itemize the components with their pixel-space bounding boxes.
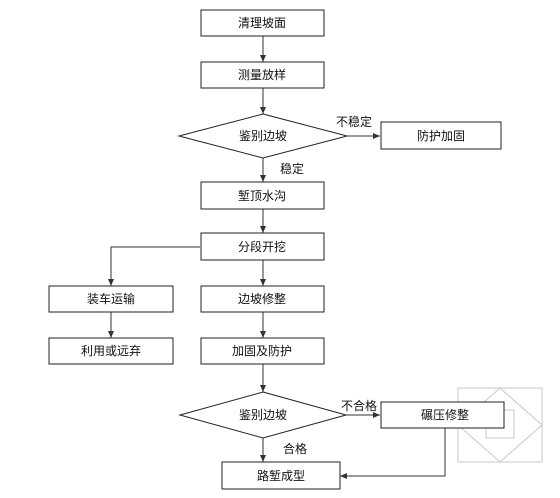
- node-label-top-ditch: 堑顶水沟: [238, 189, 286, 203]
- edge-label-qualified: 合格: [283, 441, 307, 456]
- node-label-use-or-dispose: 利用或远弃: [81, 343, 141, 358]
- node-label-reinforce-protect: 加固及防护: [232, 343, 292, 358]
- node-top-ditch: 堑顶水沟: [200, 181, 325, 210]
- node-load-transport: 装车运输: [48, 285, 174, 313]
- edge-excavate-to-load: [108, 246, 200, 286]
- node-label-clear-slope: 清理坡面: [238, 16, 286, 30]
- node-staged-excavation: 分段开挖: [200, 232, 325, 261]
- node-survey-stakeout: 测量放样: [200, 61, 325, 89]
- edge-label-stable: 稳定: [280, 161, 304, 176]
- edge-label-unstable: 不稳定: [336, 114, 372, 129]
- node-label-compact-repair: 碾压修整: [421, 407, 469, 422]
- node-trim-slope: 边坡修整: [200, 285, 325, 313]
- decision-label-check-slope-2: 鉴别边坡: [239, 408, 287, 422]
- edge-label-unqualified: 不合格: [341, 398, 377, 413]
- connectors: [108, 36, 446, 479]
- node-label-trim-slope: 边坡修整: [238, 291, 286, 306]
- node-label-survey-stakeout: 测量放样: [238, 67, 286, 82]
- node-cut-formed: 路堑成型: [221, 461, 341, 490]
- node-compact-repair: 碾压修整: [380, 401, 505, 429]
- decision-check-slope-1: 鉴别边坡: [177, 113, 349, 159]
- decision-label-check-slope-1: 鉴别边坡: [239, 129, 287, 143]
- node-use-or-dispose: 利用或远弃: [48, 337, 174, 365]
- node-label-protect-reinforce: 防护加固: [417, 128, 465, 143]
- node-clear-slope: 清理坡面: [200, 9, 325, 37]
- node-label-staged-excavation: 分段开挖: [238, 239, 286, 254]
- decision-check-slope-2: 鉴别边坡: [178, 391, 348, 439]
- node-label-cut-formed: 路堑成型: [257, 468, 305, 483]
- node-protect-reinforce: 防护加固: [380, 121, 502, 150]
- node-reinforce-protect: 加固及防护: [200, 337, 325, 365]
- node-label-load-transport: 装车运输: [87, 291, 135, 306]
- edge-compact-to-formed: [340, 428, 446, 479]
